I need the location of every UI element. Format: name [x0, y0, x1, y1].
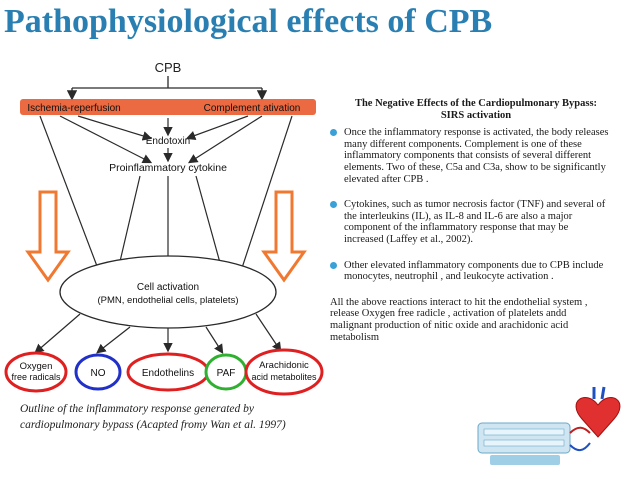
ring-arachidonic	[244, 348, 324, 396]
node-cell-activation-detail: (PMN, endothelial cells, platelets)	[98, 295, 239, 306]
cpb-inflammation-diagram: CPB Ischemia-reperfusion Complement ativ…	[4, 60, 324, 431]
node-paf: PAF	[217, 368, 236, 379]
bullet-text: Cytokines, such as tumor necrosis factor…	[344, 199, 606, 245]
ring-no	[74, 353, 122, 391]
bullet-dot-icon	[330, 129, 337, 137]
ring-oxygen	[4, 351, 68, 393]
node-no: NO	[91, 368, 106, 379]
bullet-item: Other elevated inflammatory components d…	[330, 260, 610, 283]
node-ischemia: Ischemia-reperfusion	[27, 103, 120, 114]
diagram-caption-line-1: Outline of the inflammatory response gen…	[20, 403, 255, 415]
side-bullet-list: Once the inflammatory response is activa…	[330, 127, 610, 283]
diagram-caption-line-2: cardiopulmonary bypass (Acapted fromy Wa…	[20, 419, 286, 431]
node-complement: Complement ativation	[204, 103, 301, 114]
bullet-item: Cytokines, such as tumor necrosis factor…	[330, 199, 610, 245]
node-oxygen-sub: free radicals	[11, 372, 61, 382]
node-arachidonic-sub: acid metabolites	[251, 372, 317, 382]
outcome-arrows	[34, 313, 282, 355]
node-cytokine: Proinflammatory cytokine	[109, 162, 227, 174]
node-endotoxin: Endotoxin	[146, 136, 190, 147]
bullet-text: Once the inflammatory response is activa…	[344, 127, 609, 185]
node-arachidonic: Arachidonic	[259, 360, 309, 371]
red-header-bar	[20, 99, 316, 115]
node-cell-activation: Cell activation	[137, 282, 199, 293]
orange-arrow-left	[25, 190, 71, 283]
node-oxygen: Oxygen	[20, 361, 53, 372]
cpb-split-lines	[66, 76, 268, 101]
node-endothelins: Endothelins	[142, 368, 194, 379]
orange-arrow-right	[261, 190, 307, 283]
bullet-dot-icon	[330, 261, 337, 269]
side-closing: All the above reactions interact to hit …	[330, 296, 588, 343]
title-rule	[0, 45, 638, 48]
node-cpb: CPB	[155, 60, 182, 75]
bullet-item: Once the inflammatory response is activa…	[330, 127, 610, 185]
middle-arrows	[39, 115, 293, 277]
heart-machine-icon	[477, 386, 621, 465]
slide-title: Pathophysiological effects of CPB	[4, 3, 493, 40]
side-heading: The Negative Effects of the Cardiopulmon…	[354, 98, 598, 121]
bullet-text: Other elevated inflammatory components d…	[344, 259, 604, 283]
side-panel: The Negative Effects of the Cardiopulmon…	[330, 98, 610, 343]
bullet-dot-icon	[330, 201, 337, 209]
